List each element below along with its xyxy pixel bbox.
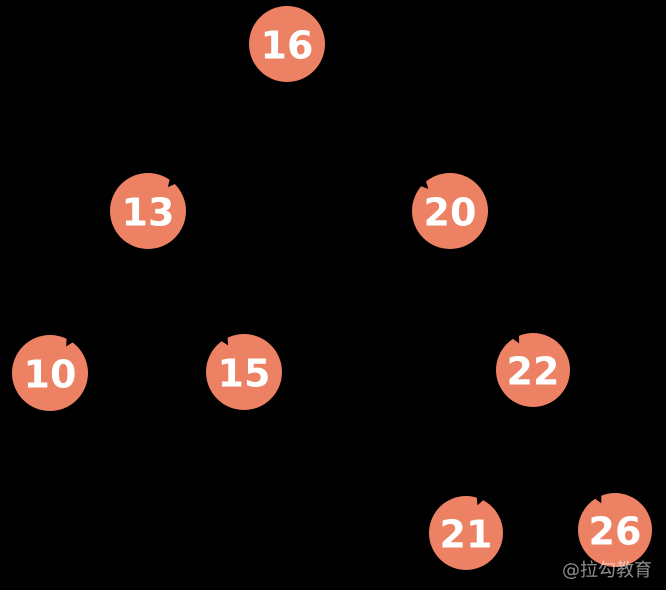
edges-layer: [68, 70, 600, 500]
tree-edge: [479, 403, 520, 500]
tree-node-label: 20: [424, 191, 477, 235]
tree-edge: [166, 243, 226, 340]
tree-edge: [171, 72, 264, 183]
arrowhead-icon: [476, 491, 488, 506]
tree-node-20: 20: [412, 173, 488, 249]
arrowhead-icon: [66, 333, 78, 347]
arrowhead-icon: [415, 176, 429, 189]
tree-node-15: 15: [206, 334, 282, 410]
nodes-layer: 16 13 20 10 15 22 21 26: [12, 6, 652, 570]
tree-node-circle: [496, 333, 570, 407]
tree-node-label: 21: [440, 513, 493, 557]
tree-node-label: 22: [507, 350, 560, 394]
tree-node-circle: [578, 493, 652, 567]
tree-edge: [466, 244, 517, 338]
arrowheads-layer: [66, 174, 602, 506]
tree-node-circle: [110, 173, 186, 249]
arrowhead-icon: [167, 174, 181, 188]
tree-node-label: 26: [589, 510, 642, 554]
tree-node-circle: [12, 335, 88, 411]
tree-node-circle: [249, 6, 325, 82]
tree-node-label: 13: [122, 191, 175, 235]
tree-node-13: 13: [110, 173, 186, 249]
tree-node-22: 22: [496, 333, 570, 407]
tree-node-circle: [206, 334, 282, 410]
tree-node-label: 10: [24, 353, 77, 397]
tree-node-10: 10: [12, 335, 88, 411]
tree-node-circle: [429, 496, 503, 570]
watermark: @拉勾教育: [562, 560, 652, 581]
tree-node-16: 16: [249, 6, 325, 82]
tree-node-label: 15: [218, 352, 271, 396]
tree-node-circle: [412, 173, 488, 249]
tree-edge: [312, 70, 425, 185]
arrowhead-icon: [590, 489, 602, 504]
tree-edge: [68, 242, 130, 342]
tree-node-label: 16: [261, 24, 314, 68]
arrowhead-icon: [508, 329, 520, 344]
tree-edge: [548, 402, 600, 498]
tree-node-26: 26: [578, 493, 652, 567]
tree-node-21: 21: [429, 496, 503, 570]
arrowhead-icon: [216, 331, 229, 346]
